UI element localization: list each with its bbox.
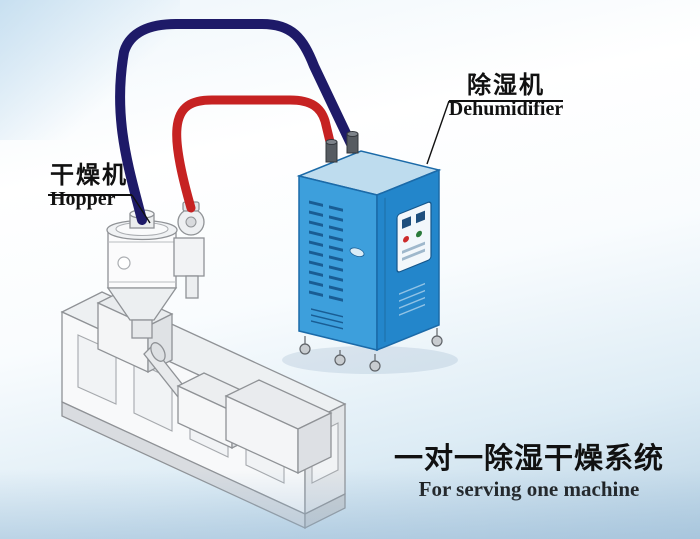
hopper-leader-line bbox=[131, 194, 151, 224]
leader-lines bbox=[48, 100, 563, 224]
return-air-pipe-navy bbox=[115, 19, 357, 225]
hopper-sight-glass bbox=[117, 256, 131, 270]
dehumidifier-label: 除湿机 Dehumidifier bbox=[446, 71, 566, 121]
dry-air-pipe-red bbox=[172, 95, 337, 213]
dehumidifier-label-cn: 除湿机 bbox=[467, 71, 545, 99]
cabinet-shadow bbox=[282, 346, 458, 374]
side-louver bbox=[399, 282, 425, 316]
system-caption-en: For serving one machine bbox=[418, 477, 640, 502]
cabinet-casters bbox=[299, 328, 443, 372]
panel-display-right bbox=[416, 210, 425, 224]
hopper-label-en: Hopper bbox=[50, 188, 116, 211]
blower-down-tube bbox=[185, 275, 199, 299]
panel-label-line bbox=[402, 248, 425, 261]
cabinet-vents bbox=[309, 200, 365, 330]
panel-green-button bbox=[416, 230, 422, 238]
hopper-label: 干燥机 Hopper bbox=[50, 161, 128, 211]
cabinet-control-panel bbox=[384, 197, 432, 342]
panel-red-button bbox=[403, 236, 409, 243]
cabinet-pipe-stubs bbox=[325, 131, 359, 163]
dehumidifier-cabinet bbox=[282, 150, 458, 374]
hopper-outlet bbox=[131, 319, 153, 339]
hopper-cone bbox=[106, 287, 178, 321]
machine-plinth-side bbox=[304, 492, 346, 530]
air-pipes bbox=[115, 19, 357, 225]
system-caption-cn: 一对一除湿干燥系统 bbox=[393, 441, 664, 475]
blower-body bbox=[173, 237, 205, 277]
panel-label-line bbox=[402, 241, 425, 254]
cabinet-logo-badge bbox=[349, 247, 365, 258]
hopper-label-cn: 干燥机 bbox=[50, 161, 128, 189]
cabinet-lower-louver bbox=[311, 308, 343, 330]
blower-hub bbox=[185, 216, 197, 228]
barrel-flange bbox=[150, 342, 166, 362]
panel-display-left bbox=[402, 216, 411, 229]
rightbox-side bbox=[297, 411, 332, 475]
dehumidifier-label-en: Dehumidifier bbox=[448, 98, 564, 121]
dehumidifier-leader-line bbox=[426, 100, 450, 165]
system-caption: 一对一除湿干燥系统 For serving one machine bbox=[383, 443, 675, 502]
